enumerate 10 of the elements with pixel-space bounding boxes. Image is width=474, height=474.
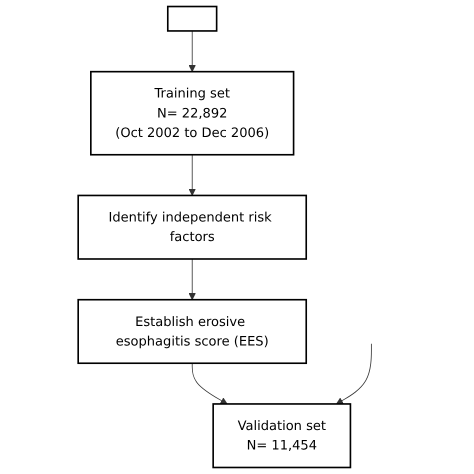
arrow	[336, 343, 372, 404]
arrow	[188, 30, 196, 72]
node-box: Establish erosive esophagitis score (EES)	[77, 298, 308, 364]
node-box: Training set N= 22,892 (Oct 2002 to Dec 2006)	[90, 70, 294, 156]
arrow	[188, 154, 196, 196]
arrow	[188, 258, 196, 300]
node-box: Validation set N= 11,454	[212, 403, 352, 468]
node-box: Identify independent risk factors	[77, 194, 308, 260]
node-box	[166, 6, 218, 32]
arrow	[192, 362, 228, 404]
